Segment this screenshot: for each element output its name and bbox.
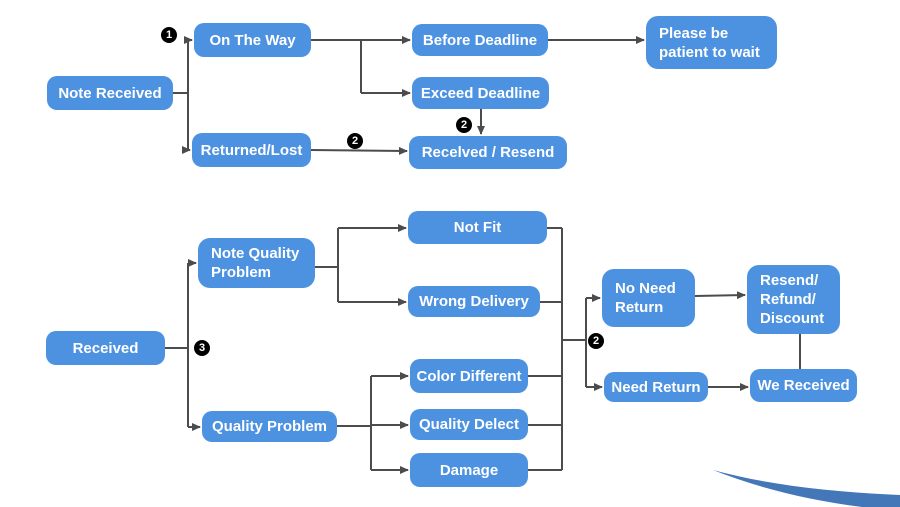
node-need-return: Need Return xyxy=(604,372,708,402)
node-resend-refund-discount: Resend/ Refund/ Discount xyxy=(747,265,840,334)
node-before-deadline: Before Deadline xyxy=(412,24,548,56)
step-marker-2-returned: 2 xyxy=(347,133,363,149)
node-on-the-way: On The Way xyxy=(194,23,311,57)
node-quality-delect: Quality Delect xyxy=(410,409,528,440)
bottom-section-connectors xyxy=(165,224,801,474)
node-we-received: We Received xyxy=(750,369,857,402)
node-damage: Damage xyxy=(410,453,528,487)
node-note-received: Note Received xyxy=(47,76,173,110)
node-received: Received xyxy=(46,331,165,365)
step-marker-1: 1 xyxy=(161,27,177,43)
node-wrong-delivery: Wrong Delivery xyxy=(408,286,540,317)
node-exceed-deadline: Exceed Deadline xyxy=(412,77,549,109)
swoosh-decoration xyxy=(713,470,900,507)
node-no-need-return: No Need Return xyxy=(602,269,695,327)
step-marker-3: 3 xyxy=(194,340,210,356)
node-returned-lost: Returned/Lost xyxy=(192,133,311,167)
step-marker-2-exceed: 2 xyxy=(456,117,472,133)
node-note-quality-problem: Note Quality Problem xyxy=(198,238,315,288)
step-marker-2-return: 2 xyxy=(588,333,604,349)
node-please-be-patient: Please be patient to wait xyxy=(646,16,777,69)
node-not-fit: Not Fit xyxy=(408,211,547,244)
top-section-connectors xyxy=(173,36,645,155)
node-quality-problem: Quality Problem xyxy=(202,411,337,442)
node-received-resend: Recelved / Resend xyxy=(409,136,567,169)
node-color-different: Color Different xyxy=(410,359,528,393)
